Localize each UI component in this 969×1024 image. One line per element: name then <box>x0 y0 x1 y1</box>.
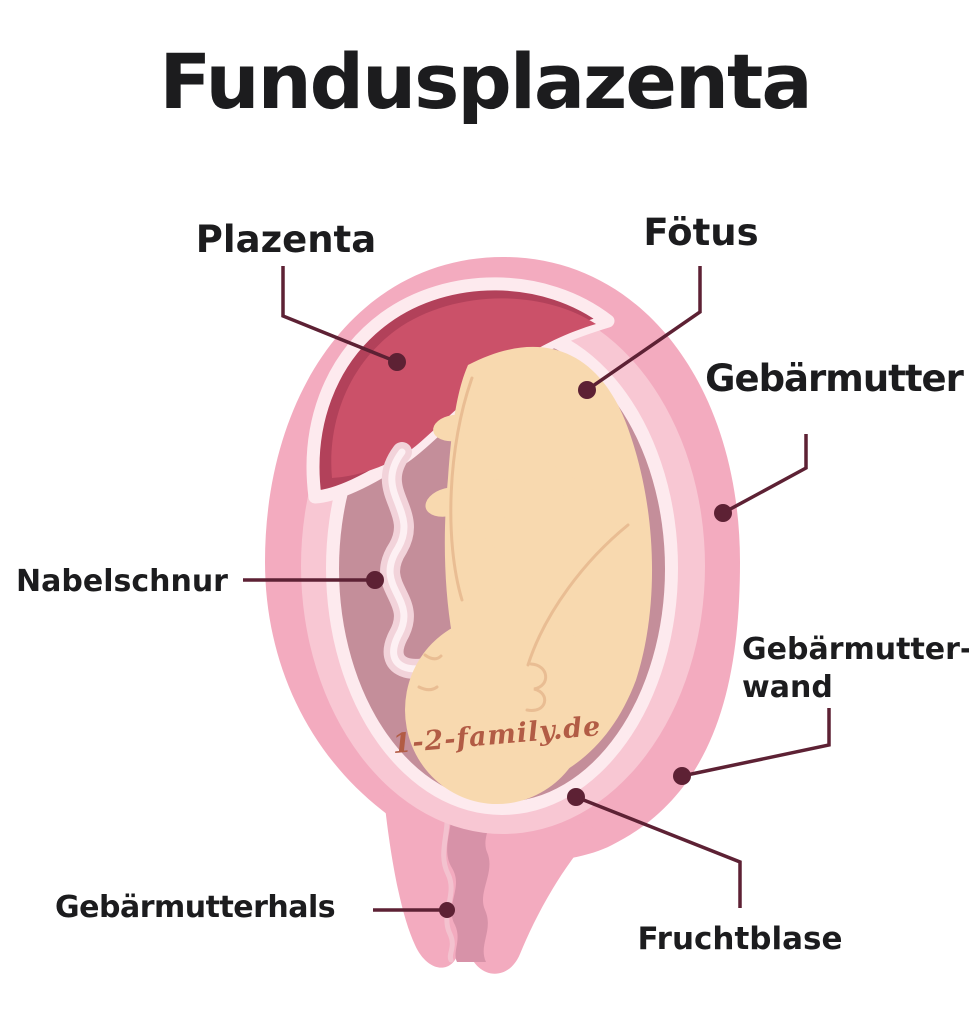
fetus-foot-upper <box>433 414 475 442</box>
fetus-detail-lines <box>417 376 630 712</box>
fetus-arm <box>458 534 598 638</box>
fetus-ear <box>525 662 548 712</box>
page-title: Fundusplazenta <box>159 37 810 126</box>
fetus-leg-lower <box>445 478 637 567</box>
leader-dot-gebaermutterwand <box>673 767 691 785</box>
leader-lines <box>243 266 831 912</box>
fetus-mouth <box>417 685 439 692</box>
leader-dot-fruchtblase <box>567 788 585 806</box>
fetus-leg-upper <box>454 412 612 490</box>
fetus-thigh-line <box>526 523 630 667</box>
leader-foetus <box>586 266 702 392</box>
leader-dot-nabelschnur <box>366 571 384 589</box>
label-gebaermutter: Gebärmutter <box>705 357 965 400</box>
cervix <box>383 788 596 974</box>
leader-gebaermutterwand <box>681 708 831 778</box>
label-nabelschnur: Nabelschnur <box>16 564 228 599</box>
leader-gebaermutter <box>722 434 808 515</box>
fetus-back-line <box>449 376 474 602</box>
label-fruchtblase: Fruchtblase <box>637 921 842 957</box>
leader-dot-foetus <box>578 381 596 399</box>
cervix-canal <box>447 798 494 962</box>
label-plazenta: Plazenta <box>196 218 376 261</box>
leader-dots <box>366 353 732 918</box>
fetus-hand <box>452 529 484 561</box>
label-foetus: Fötus <box>643 211 758 254</box>
fetus: 1-2-family.de <box>391 346 653 804</box>
leader-fruchtblase <box>575 795 742 908</box>
leader-dot-plazenta <box>388 353 406 371</box>
leader-plazenta <box>281 266 398 364</box>
leader-dot-gebaermutter <box>714 504 732 522</box>
fetus-nose <box>423 653 443 661</box>
fetus-limbs <box>445 412 637 638</box>
label-gebaermutterwand-line1: Gebärmutter- <box>742 632 969 667</box>
leader-dot-gebaermutterhals <box>439 902 455 918</box>
fetus-body <box>444 346 653 776</box>
fetus-foot-lower <box>425 487 471 517</box>
label-gebaermutterwand-line2: wand <box>742 670 833 705</box>
label-gebaermutterhals: Gebärmutterhals <box>55 890 335 925</box>
cervix-canal-highlight <box>441 799 455 963</box>
uterus-illustration: 1-2-family.de <box>265 257 740 974</box>
